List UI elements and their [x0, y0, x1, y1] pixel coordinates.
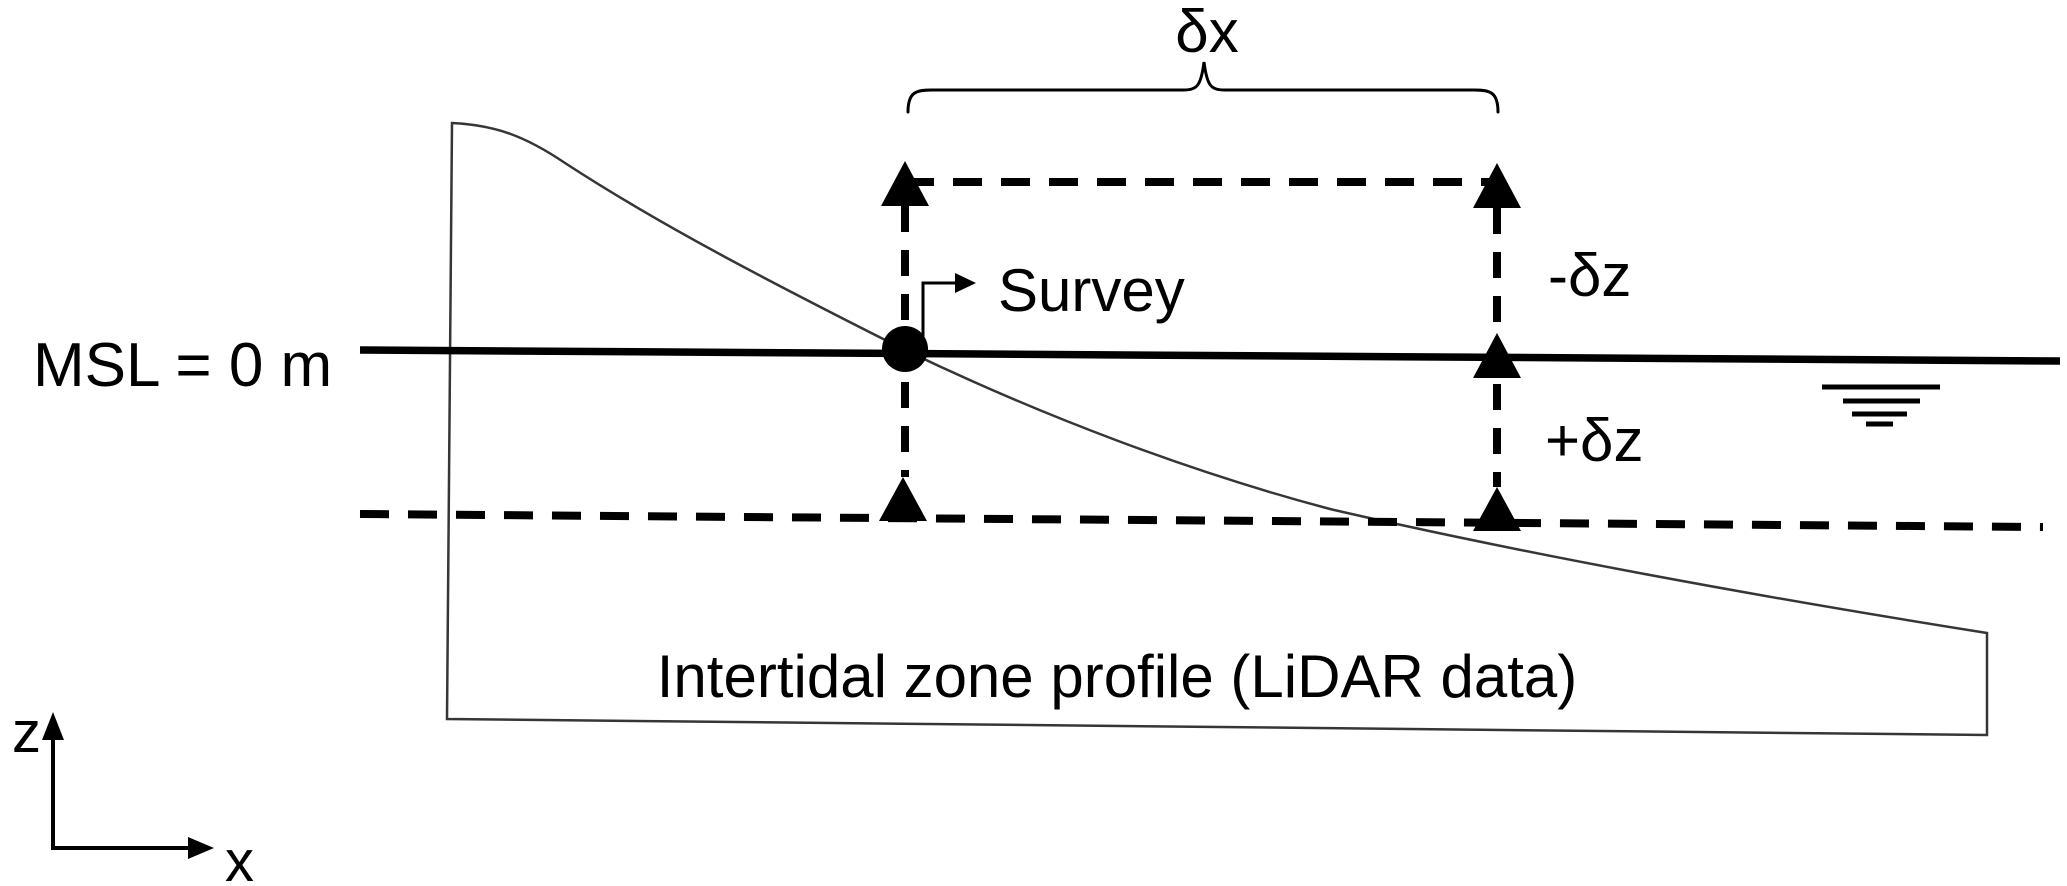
- pos-dz-label: +δz: [1545, 407, 1643, 474]
- survey-arrowhead: [955, 273, 976, 293]
- offset-triangle-icon-bottom-left: [879, 477, 927, 521]
- offset-triangle-icon-top-left: [881, 161, 929, 206]
- neg-dz-label: -δz: [1548, 242, 1631, 309]
- survey-arrow-line: [921, 281, 960, 338]
- msl-line: [359, 346, 2061, 365]
- offset-triangle-icon-top-right: [1473, 163, 1521, 208]
- profile-caption-label: Intertidal zone profile (LiDAR data): [657, 643, 1577, 710]
- msl-label: MSL = 0 m: [33, 331, 332, 400]
- z-axis-label: z: [12, 700, 41, 765]
- intertidal-profile-outline: [445, 121, 1989, 737]
- dx-label: δx: [1175, 0, 1238, 65]
- lower-offset-dashed-line: [359, 510, 2044, 531]
- z-axis-arrowhead: [42, 712, 64, 740]
- dx-brace-icon: [906, 61, 1500, 114]
- water-surface-icon: [1822, 384, 1940, 427]
- offset-triangle-icon-msl-right: [1473, 333, 1521, 378]
- survey-point-icon: [882, 326, 928, 372]
- survey-arrow-icon: [921, 273, 976, 338]
- xz-axes-icon: [42, 712, 214, 859]
- offset-triangle-icon-bottom-right: [1473, 487, 1521, 531]
- x-axis-label: x: [225, 829, 254, 886]
- survey-label: Survey: [998, 257, 1185, 324]
- x-axis-arrowhead: [188, 837, 214, 859]
